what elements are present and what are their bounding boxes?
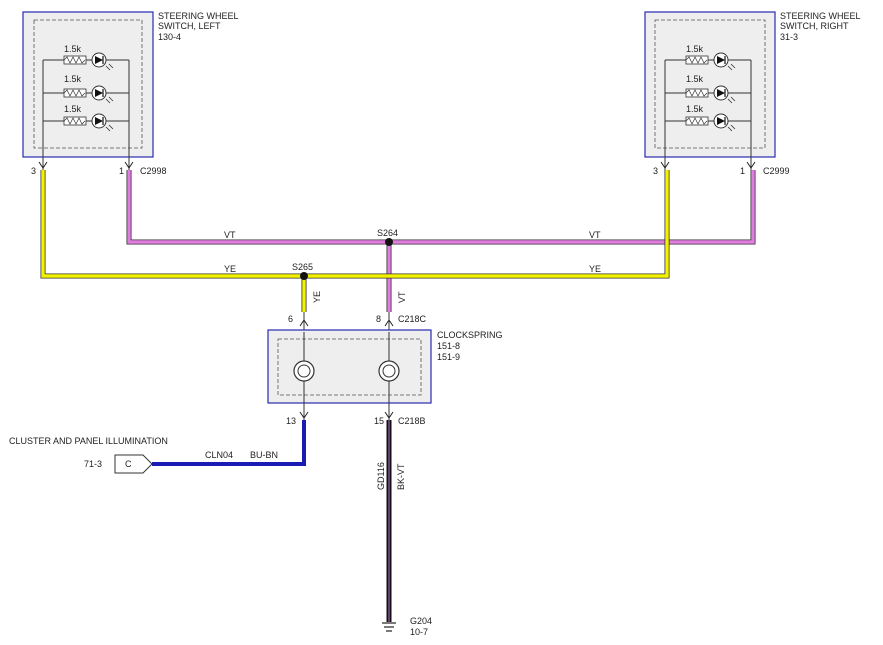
- splice-s264-label: S264: [377, 228, 398, 238]
- wire-vt-vertical-label: VT: [397, 291, 407, 303]
- connector-c2998: 3 1 C2998: [31, 147, 167, 176]
- cluster-panel-illumination: CLUSTER AND PANEL ILLUMINATION 71-3 C: [9, 436, 168, 474]
- connector-c2999: 3 1 C2999: [653, 147, 790, 176]
- resistor-label: 1.5k: [686, 44, 704, 54]
- steering-wheel-switch-right: 1.5k 1.5k 1.5k: [644, 11, 861, 158]
- c2999-label: C2999: [763, 166, 790, 176]
- switch-right-inner: [654, 19, 766, 149]
- c218c-pin-6: 6: [288, 314, 293, 324]
- switch-right-title-2: SWITCH, RIGHT: [780, 21, 849, 31]
- c218b-pin-13: 13: [286, 416, 296, 426]
- switch-right-title-1: STEERING WHEEL: [780, 11, 861, 21]
- switch-left-inner: [33, 19, 143, 149]
- wire-gd116: GD116 BK-VT: [376, 420, 406, 622]
- c218b-pin-15: 15: [374, 416, 384, 426]
- c2999-pin-1: 1: [740, 166, 745, 176]
- switch-right-ref: 31-3: [780, 32, 798, 42]
- switch-left-ref: 130-4: [158, 32, 181, 42]
- switch-left-box: [22, 11, 154, 158]
- switch-left-title-2: SWITCH, LEFT: [158, 21, 221, 31]
- led-row-2: 1.5k: [43, 74, 129, 104]
- connector-c218c: 6 8 C218C: [288, 312, 427, 332]
- resistor-label: 1.5k: [686, 74, 704, 84]
- splice-s265: S265: [292, 262, 313, 280]
- resistor-label: 1.5k: [64, 104, 82, 114]
- c2998-pin-3: 3: [31, 166, 36, 176]
- wire-ye: [40, 170, 670, 312]
- connector-arrow-icon: [114, 454, 153, 474]
- cluster-label: CLUSTER AND PANEL ILLUMINATION: [9, 436, 168, 446]
- steering-wheel-switch-left: 1.5k 1.5k 1.5k: [22, 11, 239, 158]
- c218b-label: C218B: [398, 416, 426, 426]
- connector-c218b: 13 15 C218B: [286, 404, 426, 426]
- wire-ye-vertical-label: YE: [312, 291, 322, 303]
- wire-cln04-color: BU-BN: [250, 450, 278, 460]
- led-row-3: 1.5k: [43, 104, 129, 132]
- wire-ye-left-label: YE: [224, 264, 236, 274]
- wire-vt: [126, 170, 756, 312]
- resistor-label: 1.5k: [64, 74, 82, 84]
- splice-s264: S264: [377, 228, 398, 246]
- resistor-label: 1.5k: [64, 44, 82, 54]
- ground-icon: [382, 622, 396, 632]
- cluster-connector-letter: C: [125, 459, 132, 469]
- c218c-label: C218C: [398, 314, 427, 324]
- ground-g204: G204 10-7: [382, 616, 432, 637]
- clockspring-title: CLOCKSPRING: [437, 330, 503, 340]
- clockspring: CLOCKSPRING 151-8 151-9: [267, 329, 503, 404]
- switch-right-box: [644, 11, 776, 158]
- clockspring-box: [267, 329, 432, 404]
- clockspring-inner: [277, 338, 422, 396]
- wire-gd116-circuit: GD116: [376, 462, 386, 490]
- ground-name: G204: [410, 616, 432, 626]
- led-row-1: 1.5k: [665, 44, 751, 71]
- c2998-pin-1: 1: [119, 166, 124, 176]
- ground-ref: 10-7: [410, 627, 428, 637]
- switch-left-title-1: STEERING WHEEL: [158, 11, 239, 21]
- clockspring-ref-1: 151-8: [437, 341, 460, 351]
- wire-ye-right-label: YE: [589, 264, 601, 274]
- wire-gd116-color: BK-VT: [396, 463, 406, 490]
- wire-cln04-circuit: CLN04: [205, 450, 233, 460]
- led-row-3: 1.5k: [665, 104, 751, 132]
- c218c-pin-8: 8: [376, 314, 381, 324]
- wire-vt-right-label: VT: [589, 230, 601, 240]
- cluster-ref: 71-3: [84, 459, 102, 469]
- clockspring-ref-2: 151-9: [437, 352, 460, 362]
- led-row-2: 1.5k: [665, 74, 751, 104]
- c2999-pin-3: 3: [653, 166, 658, 176]
- wire-cln04: CLN04 BU-BN: [152, 420, 306, 466]
- splice-s265-label: S265: [292, 262, 313, 272]
- wire-vt-left-label: VT: [224, 230, 236, 240]
- led-row-1: 1.5k: [43, 44, 130, 71]
- c2998-label: C2998: [140, 166, 167, 176]
- resistor-label: 1.5k: [686, 104, 704, 114]
